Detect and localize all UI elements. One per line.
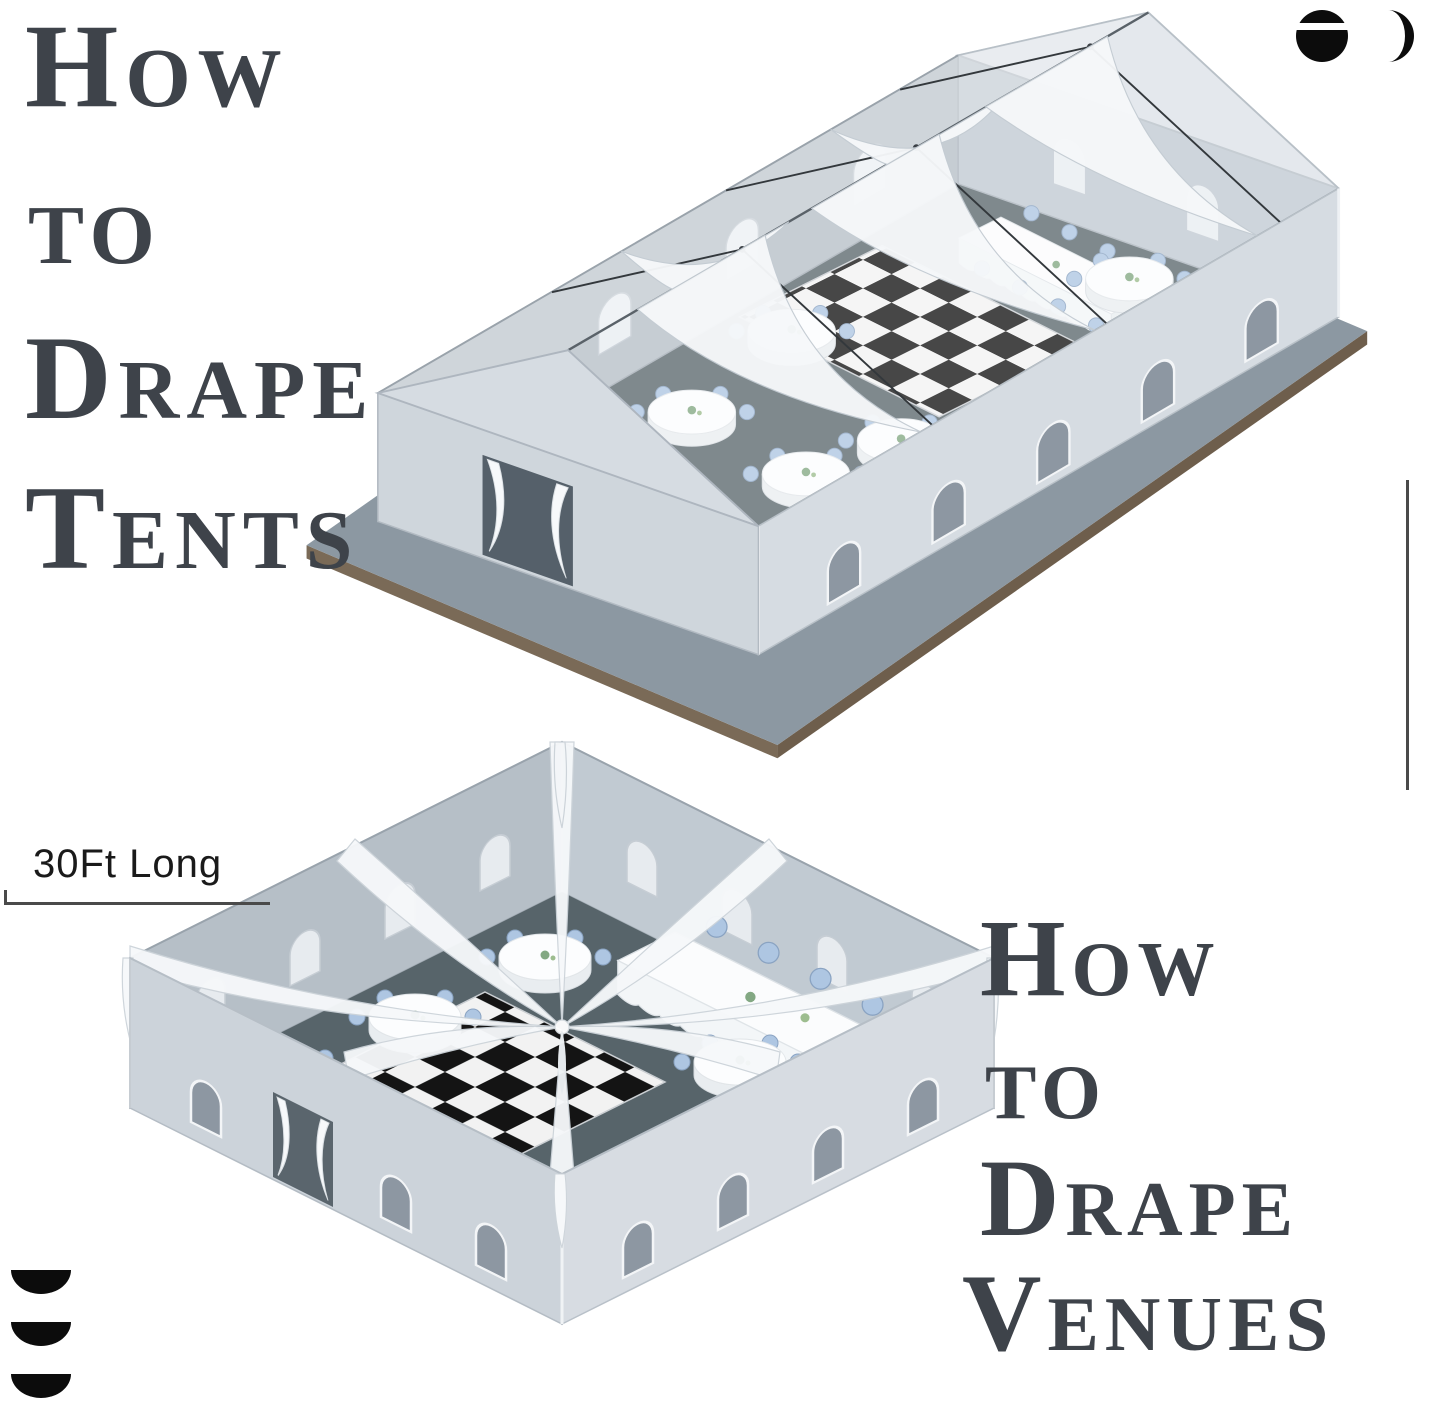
venue-near-wall-left	[129, 956, 563, 1326]
title-venues-line-2: to	[985, 1020, 1107, 1142]
corner-drape-tail	[553, 741, 568, 829]
triple-half-disc-icon	[11, 1270, 71, 1398]
entrance-curtains	[486, 458, 569, 579]
title-venues-line-3: Drape	[980, 1137, 1300, 1259]
tent-illustration	[306, 11, 1368, 759]
tent-front-gable	[374, 349, 760, 528]
title-tents-line-4: Tents	[25, 461, 360, 594]
measure-line-horizontal	[4, 902, 270, 905]
entrance-curtains	[276, 1096, 330, 1201]
venue-illustration	[121, 740, 1000, 1326]
title-tents-line-1: How	[25, 0, 289, 132]
measure-line-tick	[4, 890, 7, 905]
dance-floor	[737, 244, 1084, 418]
corner-drape-tail	[553, 1173, 567, 1249]
title-venues-line-1: How	[980, 897, 1221, 1019]
entrance-opening	[482, 454, 573, 587]
measure-line-vertical	[1406, 480, 1409, 790]
title-tents-line-3: Drape	[25, 311, 376, 444]
title-tents-line-2: to	[28, 156, 162, 289]
drape-length-label: 30Ft Long	[33, 842, 223, 886]
double-crescent-icon	[1294, 10, 1414, 62]
title-venues-line-4: Venues	[962, 1252, 1335, 1374]
radial-drapes	[121, 741, 1000, 1175]
tent-front-wall	[374, 349, 760, 656]
ceiling-drapes	[621, 35, 1259, 433]
